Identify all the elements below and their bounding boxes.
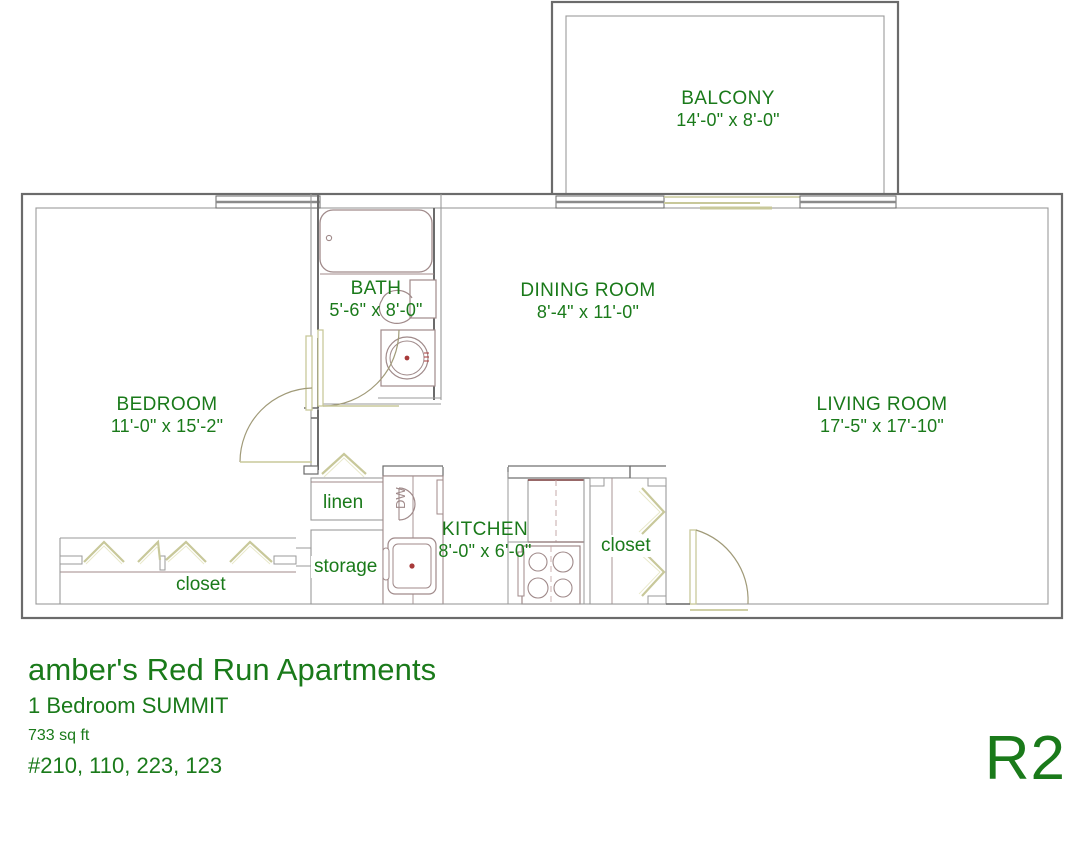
- balcony-dimensions: 14'-0" x 8'-0": [676, 110, 780, 131]
- living-window: [799, 195, 897, 209]
- bath-dimensions: 5'-6" x 8'-0": [329, 300, 423, 321]
- label-storage: storage: [311, 556, 381, 578]
- room-label-bedroom: BEDROOM 11'-0" x 15'-2": [77, 394, 257, 438]
- range: [517, 545, 581, 605]
- kitchen-dimensions: 8'-0" x 6'-0": [438, 541, 532, 562]
- bedroom-window: [215, 195, 321, 209]
- dining-room-name: DINING ROOM: [520, 280, 656, 301]
- unit-numbers: #210, 110, 223, 123: [28, 752, 223, 778]
- bath-name: BATH: [350, 278, 402, 299]
- bedroom-door[interactable]: [239, 335, 313, 463]
- bath-sink: [380, 329, 436, 387]
- entry-door[interactable]: [666, 529, 1048, 611]
- bedroom-dimensions: 11'-0" x 15'-2": [110, 416, 224, 437]
- living-room-name: LIVING ROOM: [816, 394, 948, 415]
- kitchen-left-counter: DW: [382, 465, 444, 605]
- kitchen-sink: [382, 537, 437, 595]
- svg-text:DW: DW: [393, 487, 408, 509]
- room-label-dining-room: DINING ROOM 8'-4" x 11'-0": [488, 280, 688, 324]
- dishwasher: DW: [393, 487, 416, 521]
- plan-code: R2: [984, 724, 1066, 793]
- bath-door[interactable]: [317, 329, 400, 407]
- refrigerator: [527, 479, 585, 543]
- label-linen: linen: [320, 492, 367, 514]
- plan-area: 733 sq ft: [28, 727, 90, 745]
- bathtub: [319, 209, 434, 275]
- kitchen-right-counter: [507, 465, 631, 605]
- balcony-slider[interactable]: [664, 196, 800, 210]
- label-entry-closet: closet: [598, 535, 654, 557]
- balcony-outline: [550, 0, 900, 200]
- dining-room-dimensions: 8'-4" x 11'-0": [536, 302, 640, 323]
- room-label-bath: BATH 5'-6" x 8'-0": [298, 278, 454, 322]
- room-label-kitchen: KITCHEN 8'-0" x 6'-0": [407, 519, 563, 563]
- dining-window: [555, 195, 665, 209]
- toilet: [378, 279, 437, 324]
- property-name: amber's Red Run Apartments: [28, 652, 437, 687]
- balcony-name: BALCONY: [681, 88, 775, 109]
- plan-name: 1 Bedroom SUMMIT: [28, 692, 229, 718]
- label-bedroom-closet: closet: [173, 574, 229, 596]
- living-room-dimensions: 17'-5" x 17'-10": [820, 416, 944, 437]
- bedroom-name: BEDROOM: [116, 394, 218, 415]
- room-label-living-room: LIVING ROOM 17'-5" x 17'-10": [782, 394, 982, 438]
- interior-lower-walls: [36, 465, 666, 605]
- bedroom-closet: [59, 537, 297, 604]
- kitchen-name: KITCHEN: [441, 519, 529, 540]
- room-label-balcony: BALCONY 14'-0" x 8'-0": [628, 88, 828, 132]
- title-block: amber's Red Run Apartments 1 Bedroom SUM…: [28, 652, 436, 780]
